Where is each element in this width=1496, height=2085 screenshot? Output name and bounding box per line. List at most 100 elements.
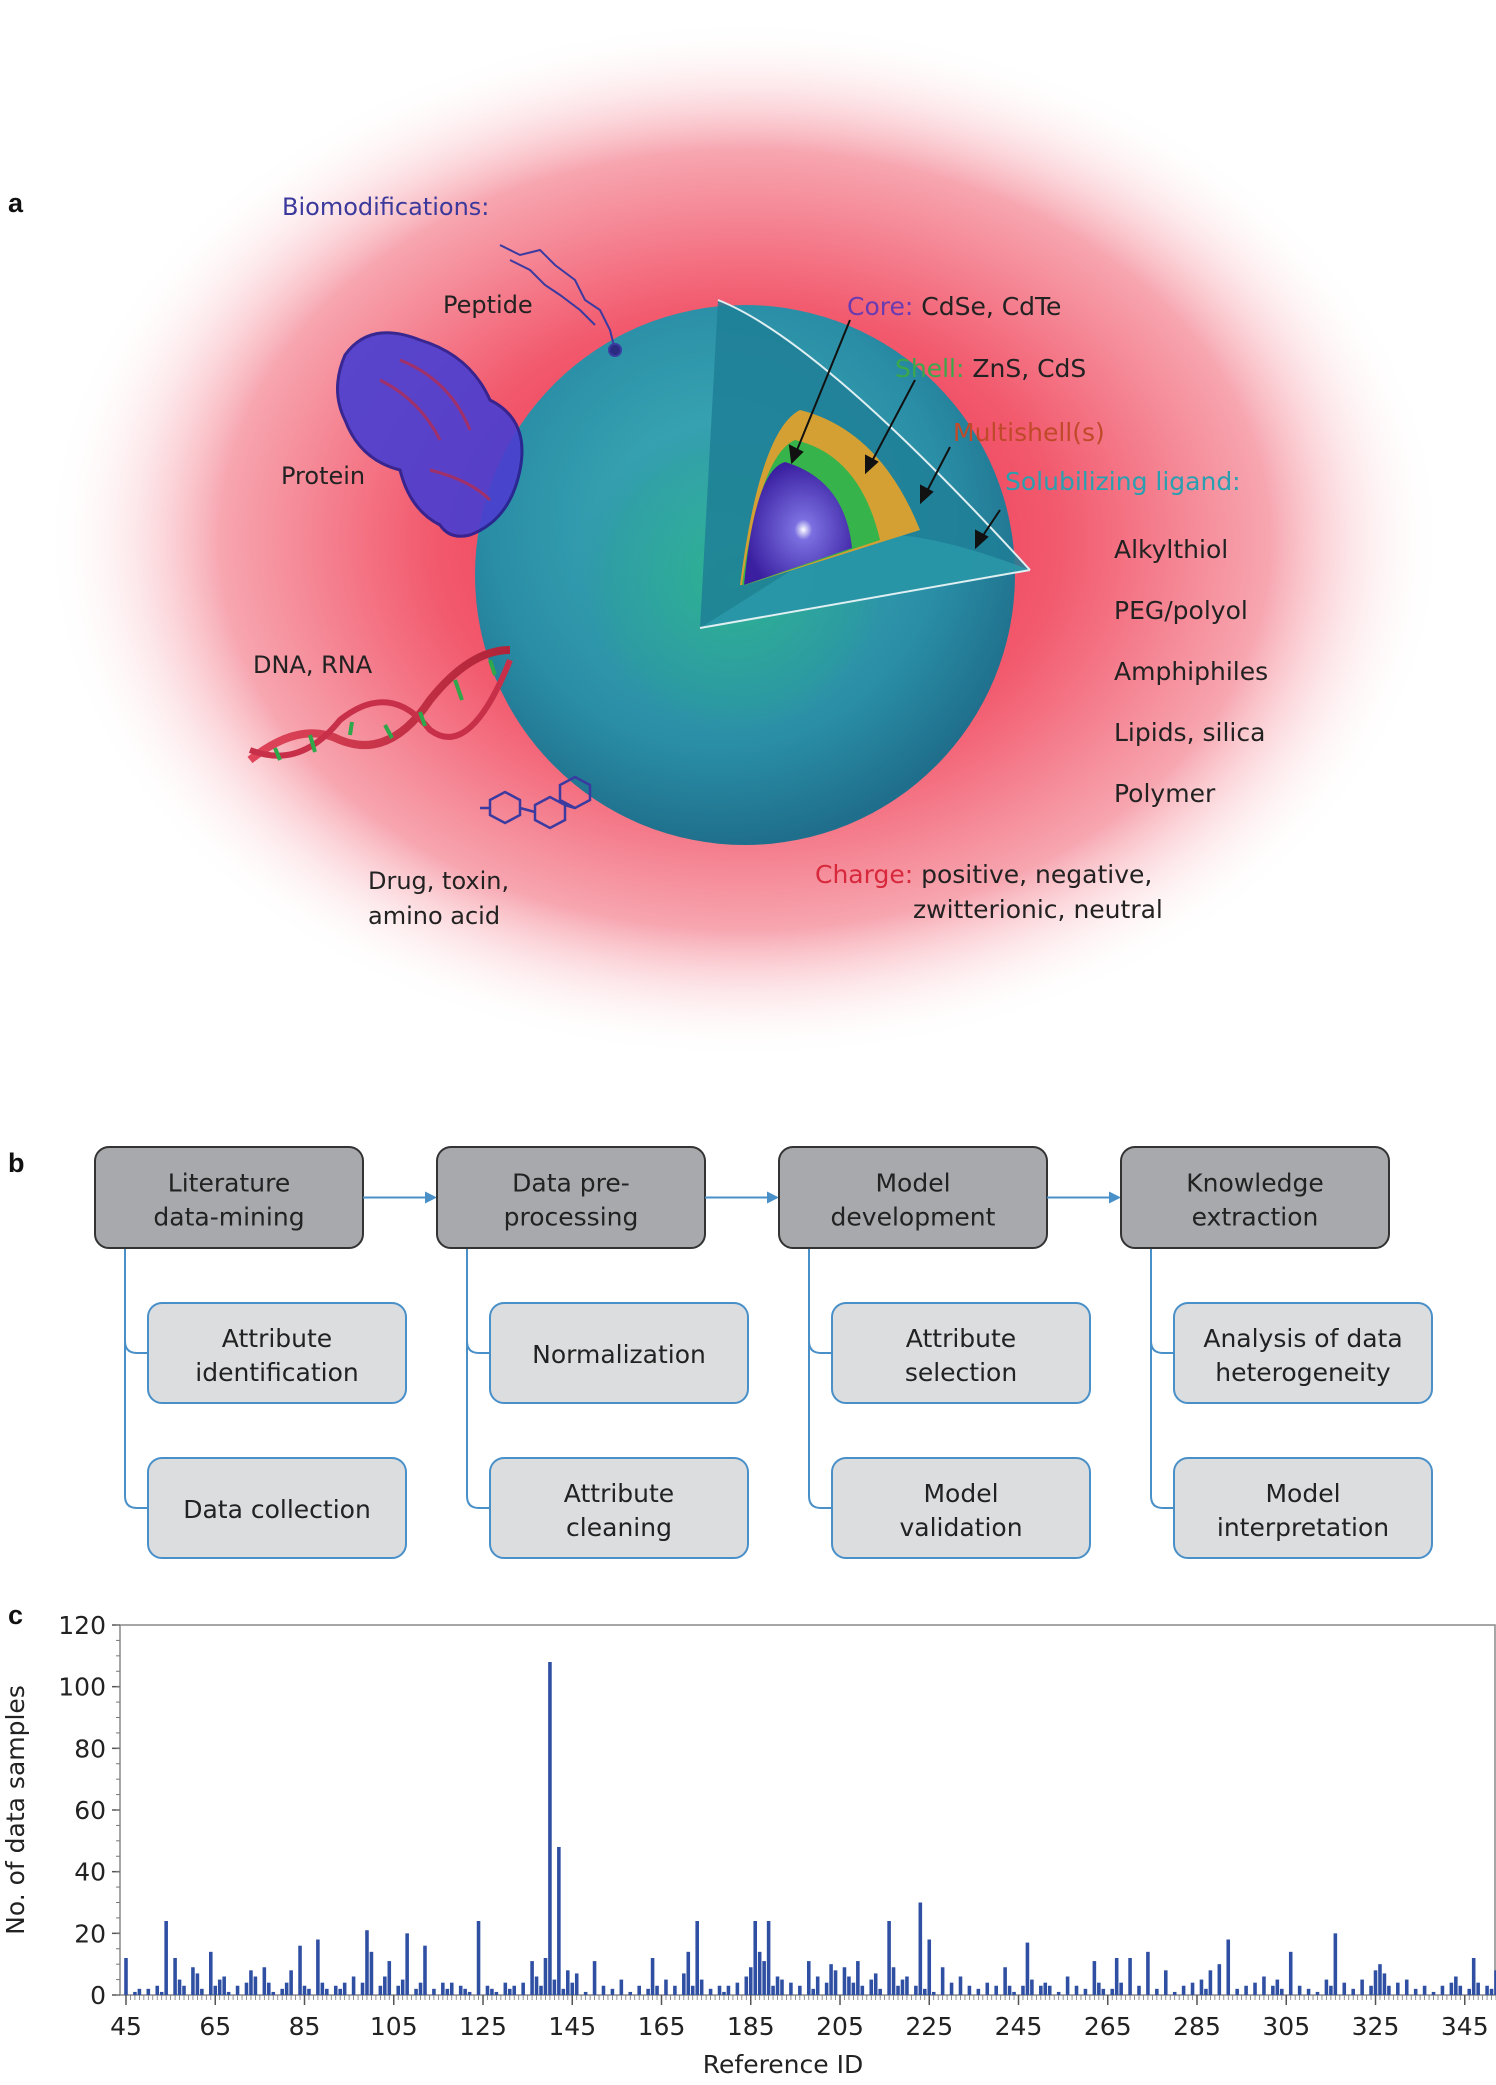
sub-step-label-line1: Model [1265, 1479, 1340, 1508]
bar [400, 1979, 405, 1995]
bar [637, 1985, 641, 1995]
y-tick-label: 100 [58, 1673, 106, 1702]
bar [320, 1982, 325, 1995]
ligand-title: Solubilizing ligand: [1005, 467, 1241, 496]
core-layer [744, 462, 852, 585]
bar [1025, 1942, 1030, 1995]
bar [137, 1988, 142, 1995]
protein-label: Protein [281, 462, 365, 490]
bar [1097, 1982, 1101, 1995]
x-tick-label: 245 [995, 2012, 1043, 2041]
x-tick-label: 305 [1262, 2012, 1310, 2041]
bar [847, 1976, 851, 1995]
bar [811, 1988, 816, 1995]
x-tick-label: 205 [816, 2012, 864, 2041]
bar [490, 1988, 494, 1995]
bar [253, 1976, 258, 1995]
bar [985, 1982, 990, 1995]
bar [757, 1951, 762, 1995]
sub-step-label-line1: Normalization [532, 1340, 706, 1369]
main-step-label-line2: data-mining [153, 1203, 304, 1232]
sub-step-label-line1: Attribute [222, 1324, 332, 1353]
bar [1039, 1985, 1043, 1995]
bar [664, 1979, 668, 1995]
bar [994, 1985, 998, 1995]
bar [1369, 1985, 1373, 1995]
x-tick-label: 145 [548, 2012, 596, 2041]
bar [610, 1988, 615, 1995]
bar [423, 1945, 427, 1995]
y-axis-label: No. of data samples [1, 1685, 30, 1935]
bar [164, 1921, 168, 1995]
bar [1476, 1982, 1480, 1995]
bar [789, 1982, 793, 1995]
bar [249, 1970, 253, 1995]
bar [619, 1979, 624, 1995]
bar [1449, 1982, 1454, 1995]
bar [1007, 1985, 1012, 1995]
bar [316, 1939, 320, 1995]
main-step-label-line1: Knowledge [1186, 1169, 1323, 1198]
bar [280, 1988, 284, 1995]
bar [1333, 1933, 1338, 1995]
bar [699, 1979, 704, 1995]
bar [1458, 1985, 1463, 1995]
bar [289, 1970, 293, 1995]
bar [1454, 1976, 1458, 1995]
ligand-item: Lipids, silica [1114, 718, 1265, 747]
bar [405, 1933, 409, 1995]
sub-step-label-line2: selection [905, 1358, 1017, 1387]
bar [1137, 1985, 1141, 1995]
bar [271, 1991, 276, 1995]
plot-frame [119, 1624, 1496, 1996]
bar [1387, 1985, 1391, 1995]
bar [574, 1973, 579, 1995]
bar [543, 1958, 548, 1995]
x-tick-label: 45 [110, 2012, 142, 2041]
bar [771, 1985, 775, 1995]
x-tick-label: 225 [905, 2012, 953, 2041]
bar [173, 1958, 177, 1995]
bar [133, 1991, 137, 1995]
bar [914, 1985, 918, 1995]
shell-label: Shell: [895, 354, 964, 383]
bar [1382, 1973, 1387, 1995]
bar [445, 1988, 450, 1995]
main-step-label-line2: extraction [1192, 1203, 1319, 1232]
bar [744, 1976, 749, 1995]
bar [159, 1991, 164, 1995]
bar [1431, 1991, 1436, 1995]
main-step-box: Knowledge extraction [1120, 1146, 1390, 1249]
bar [927, 1939, 932, 1995]
bar [387, 1961, 392, 1995]
x-tick-label: 165 [638, 2012, 686, 2041]
flow-arrow-head [1109, 1191, 1121, 1204]
x-tick-label: 65 [199, 2012, 231, 2041]
bar [284, 1982, 289, 1995]
sub-step-label-line2: cleaning [566, 1513, 672, 1542]
bar [449, 1982, 454, 1995]
multishell-label: Multishell(s) [953, 418, 1105, 447]
bar [735, 1982, 740, 1995]
bar [753, 1921, 758, 1995]
charge-label: Charge: [815, 860, 913, 889]
bar [548, 1662, 552, 1995]
bar [873, 1973, 878, 1995]
bar [1030, 1979, 1034, 1995]
bar [673, 1985, 677, 1995]
bar [195, 1973, 200, 1995]
bar [949, 1982, 954, 1995]
bar [485, 1985, 490, 1995]
x-tick-label: 285 [1173, 2012, 1221, 2041]
bar [1119, 1982, 1123, 1995]
sub-step-box: Normalization [489, 1302, 749, 1404]
x-tick-label: 85 [289, 2012, 321, 2041]
sub-step-label-line2: interpretation [1217, 1513, 1389, 1542]
drug-molecule [480, 775, 592, 830]
bar [1226, 1939, 1231, 1995]
bar [396, 1985, 400, 1995]
bar [1262, 1976, 1266, 1995]
bar [1351, 1988, 1355, 1995]
